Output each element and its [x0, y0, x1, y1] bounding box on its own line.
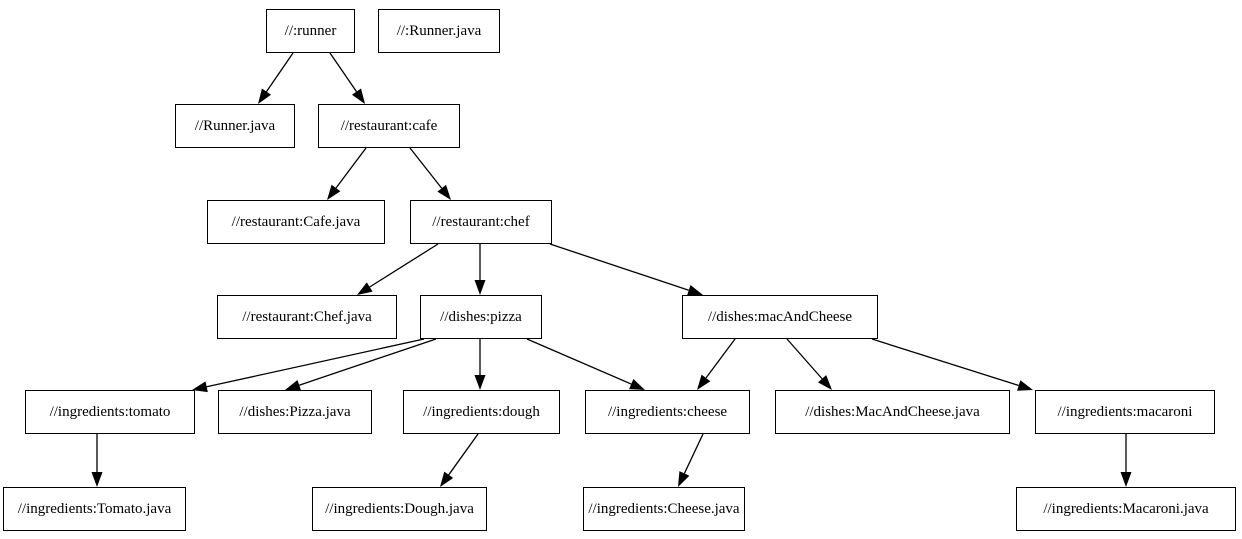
- edge-chef-pizza: [474, 244, 486, 295]
- node-label: //ingredients:tomato: [49, 403, 171, 420]
- edge-macaroni-macaroni-java: [1120, 434, 1132, 487]
- arrowhead-icon: [357, 282, 373, 295]
- node-label: //dishes:macAndCheese: [707, 308, 853, 325]
- node-label: //ingredients:Dough.java: [325, 500, 474, 517]
- node-mac-and-cheese: //dishes:macAndCheese: [682, 295, 878, 339]
- node-label: //dishes:pizza: [440, 308, 522, 325]
- node-label: //ingredients:macaroni: [1057, 403, 1193, 420]
- node-label: //restaurant:Cafe.java: [231, 213, 361, 230]
- node-label: //dishes:Pizza.java: [239, 403, 351, 420]
- edge-pizza-pizza-java: [285, 338, 437, 391]
- edge-cafe-chef: [409, 147, 451, 200]
- edge-cafe-cafe-java: [327, 147, 367, 200]
- node-runner-java-root: //:Runner.java: [378, 9, 500, 53]
- edge-pizza-dough: [474, 339, 486, 390]
- edge-runner-runner-java-file: [258, 52, 294, 104]
- arrowhead-icon: [817, 375, 832, 390]
- node-label: //ingredients:cheese: [607, 403, 728, 420]
- node-macaroni-java: //ingredients:Macaroni.java: [1016, 487, 1236, 531]
- edge-runner-cafe: [329, 52, 365, 104]
- edge-dough-dough-java: [440, 433, 479, 487]
- node-dough-java: //ingredients:Dough.java: [312, 487, 487, 531]
- node-label: //restaurant:chef: [432, 213, 530, 230]
- node-runner: //:runner: [266, 9, 355, 53]
- node-runner-java-file: //Runner.java: [175, 104, 295, 148]
- arrowhead-icon: [697, 374, 711, 390]
- edge-chef-chef-java: [357, 243, 439, 295]
- arrowhead-icon: [327, 184, 341, 200]
- arrowhead-icon: [91, 472, 103, 487]
- node-cafe-java: //restaurant:Cafe.java: [207, 200, 385, 244]
- edge-mac-and-cheese-cheese: [697, 338, 736, 390]
- node-pizza: //dishes:pizza: [420, 295, 542, 339]
- node-label: //ingredients:dough: [423, 403, 540, 420]
- edge-pizza-tomato: [192, 338, 425, 393]
- arrowhead-icon: [437, 184, 451, 200]
- node-label: //:Runner.java: [396, 22, 482, 39]
- edge-cheese-cheese-java: [678, 433, 704, 487]
- edge-pizza-cheese: [526, 338, 645, 390]
- arrowhead-icon: [474, 375, 486, 390]
- edge-chef-mac-and-cheese: [549, 243, 703, 296]
- node-cafe: //restaurant:cafe: [318, 104, 460, 148]
- arrowhead-icon: [440, 471, 454, 487]
- node-mac-and-cheese-java: //dishes:MacAndCheese.java: [775, 390, 1010, 434]
- edge-tomato-tomato-java: [91, 434, 103, 487]
- arrowhead-icon: [678, 471, 690, 487]
- node-label: //:runner: [284, 22, 337, 39]
- node-chef-java: //restaurant:Chef.java: [217, 295, 397, 339]
- arrowhead-icon: [285, 379, 301, 391]
- arrowhead-icon: [258, 88, 272, 104]
- node-label: //ingredients:Macaroni.java: [1043, 500, 1209, 517]
- arrowhead-icon: [629, 379, 645, 390]
- node-label: //dishes:MacAndCheese.java: [805, 403, 980, 420]
- arrowhead-icon: [687, 285, 703, 296]
- node-dough: //ingredients:dough: [403, 390, 560, 434]
- arrowhead-icon: [192, 381, 208, 393]
- arrowhead-icon: [1017, 380, 1033, 391]
- node-pizza-java: //dishes:Pizza.java: [218, 390, 372, 434]
- edge-mac-and-cheese-mac-and-cheese-java: [786, 338, 832, 390]
- arrowhead-icon: [351, 88, 365, 104]
- node-tomato-java: //ingredients:Tomato.java: [3, 487, 186, 531]
- node-cheese: //ingredients:cheese: [585, 390, 750, 434]
- arrowhead-icon: [474, 280, 486, 295]
- node-chef: //restaurant:chef: [410, 200, 552, 244]
- node-cheese-java: //ingredients:Cheese.java: [583, 487, 745, 531]
- node-label: //ingredients:Cheese.java: [588, 500, 740, 517]
- node-label: //restaurant:cafe: [340, 117, 438, 134]
- node-label: //Runner.java: [194, 117, 276, 134]
- node-label: //ingredients:Tomato.java: [17, 500, 172, 517]
- node-macaroni: //ingredients:macaroni: [1035, 390, 1215, 434]
- edge-mac-and-cheese-macaroni: [871, 338, 1033, 391]
- arrowhead-icon: [1120, 472, 1132, 487]
- node-tomato: //ingredients:tomato: [25, 390, 195, 434]
- node-label: //restaurant:Chef.java: [242, 308, 372, 325]
